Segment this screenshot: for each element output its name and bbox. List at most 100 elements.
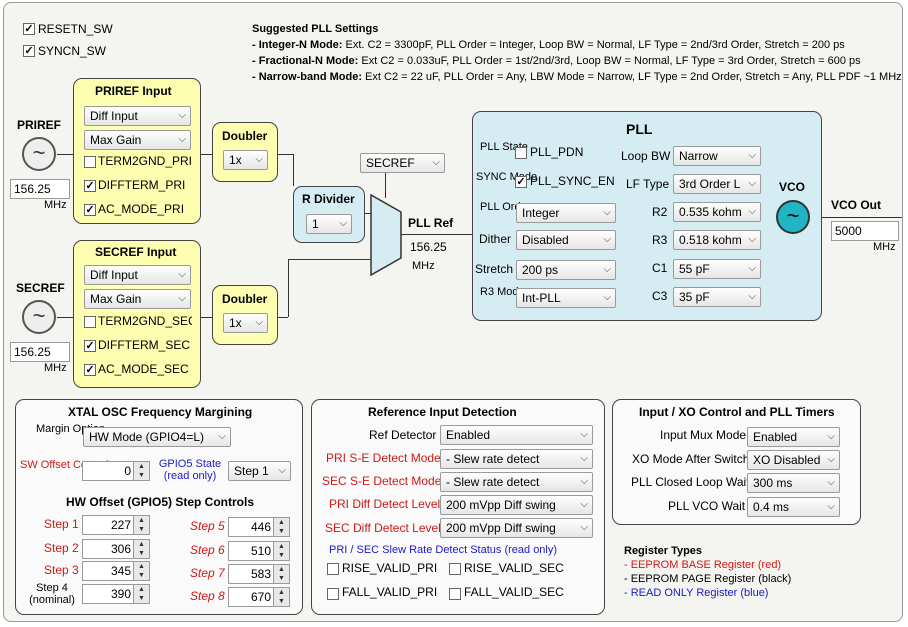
pri-diff-label: PRI Diff Detect Level [329,497,441,511]
priref-mode-select[interactable]: Diff Input⌵ [84,106,191,126]
nb-mode-text: Ext C2 = 22 uF, PLL Order = Any, LBW Mod… [362,71,902,83]
spin-buttons[interactable]: ▲▼ [273,542,289,560]
r3-select[interactable]: 0.518 kohm⌵ [673,230,761,250]
step1-stepper[interactable]: 227▲▼ [82,515,150,535]
pri-diff-value: 200 mVpp Diff swing [446,498,556,512]
pll-ref-freq: 156.25 [410,240,447,254]
pri-se-select[interactable]: - Slew rate detect⌵ [440,449,593,469]
doubler-sec-select[interactable]: 1x⌵ [223,313,268,333]
r2-value: 0.535 kohm [679,205,742,219]
diffterm-sec-label: DIFFTERM_SEC [98,338,191,352]
xtal-title: XTAL OSC Frequency Margining [68,405,253,419]
secref-mode-select[interactable]: Diff Input⌵ [84,265,191,285]
dither-label: Dither [479,232,512,246]
chevron-down-icon: ⌵ [178,134,186,145]
spin-buttons[interactable]: ▲▼ [273,565,289,583]
sync-mode-label: SYNC Mode [476,171,538,183]
priref-label: PRIREF [17,118,62,132]
acmode-sec-checkbox[interactable]: ✓ [84,364,96,376]
nb-mode-label: - Narrow-band Mode: [252,71,362,83]
r-divider-select[interactable]: 1⌵ [306,214,352,234]
rise-valid-sec-checkbox [449,563,461,575]
dither-select[interactable]: Disabled⌵ [516,230,616,250]
spin-buttons[interactable]: ▲▼ [133,540,149,558]
step4-label: Step 4 (nominal) [29,582,75,606]
closed-loop-wait-label: PLL Closed Loop Wait [631,475,750,489]
lf-type-select[interactable]: 3rd Order L⌵ [673,174,761,194]
chevron-down-icon: ⌵ [178,269,186,280]
ref-mux-select[interactable]: SECREF⌵ [360,153,445,173]
diffterm-pri-checkbox[interactable]: ✓ [84,180,96,192]
term2gnd-pri-checkbox[interactable] [84,156,96,168]
r2-label: R2 [652,205,668,219]
spin-buttons[interactable]: ▲▼ [133,562,149,580]
acmode-sec-label: AC_MODE_SEC [98,362,189,376]
spin-buttons[interactable]: ▲▼ [273,518,289,536]
pll-sync-en-checkbox[interactable]: ✓ [515,176,527,188]
chevron-down-icon: ⌵ [580,429,588,440]
mux-icon [370,194,402,276]
spin-buttons[interactable]: ▲▼ [273,588,289,606]
vco-out-freq-input[interactable]: 5000 [831,221,899,241]
gpio5-state-select[interactable]: Step 1⌵ [228,461,291,481]
spin-buttons[interactable]: ▲▼ [133,462,149,480]
sec-se-label: SEC S-E Detect Mode [322,474,442,488]
step3-stepper[interactable]: 345▲▼ [82,561,150,581]
stretch-select[interactable]: 200 ps⌵ [516,260,616,280]
spin-buttons[interactable]: ▲▼ [133,585,149,603]
pll-pdn-checkbox[interactable] [515,147,527,159]
sw-offset-stepper[interactable]: 0▲▼ [82,461,150,481]
secref-unit: MHz [44,362,67,374]
step8-stepper[interactable]: 670▲▼ [228,587,290,607]
r3-mode-label: R3 Mode [480,286,525,298]
loop-bw-select[interactable]: Narrow⌵ [673,146,761,166]
r3-mode-select[interactable]: Int-PLL ⌵ [516,288,616,308]
int-mode-text: Ext. C2 = 3300pF, PLL Order = Integer, L… [342,39,845,51]
step7-stepper[interactable]: 583▲▼ [228,564,290,584]
sec-se-select[interactable]: - Slew rate detect⌵ [440,472,593,492]
syncn-checkbox[interactable]: ✓ [23,45,35,57]
wire [810,217,902,218]
secref-label: SECREF [16,281,65,295]
chevron-down-icon: ⌵ [603,292,611,303]
c1-select[interactable]: 55 pF⌵ [673,259,761,279]
int-mode-label: - Integer-N Mode: [252,39,343,51]
priref-osc-icon: ~ [22,137,56,171]
vco-wait-label: PLL VCO Wait [668,499,746,513]
step6-stepper[interactable]: 510▲▼ [228,541,290,561]
pri-diff-select[interactable]: 200 mVpp Diff swing⌵ [440,495,593,515]
priref-mode-value: Diff Input [90,109,138,123]
doubler-pri-select[interactable]: 1x⌵ [223,150,268,170]
wire [385,173,386,198]
pll-order-select[interactable]: Integer⌵ [516,203,616,223]
priref-unit: MHz [44,199,67,211]
xo-mode-select[interactable]: XO Disabled⌵ [747,450,840,470]
term2gnd-sec-checkbox[interactable] [84,316,96,328]
acmode-pri-checkbox[interactable]: ✓ [84,204,96,216]
sec-diff-select[interactable]: 200 mVpp Diff swing⌵ [440,518,593,538]
resetn-checkbox[interactable]: ✓ [23,23,35,35]
step5-stepper[interactable]: 446▲▼ [228,517,290,537]
c3-select[interactable]: 35 pF⌵ [673,287,761,307]
diffterm-sec-checkbox[interactable]: ✓ [84,340,96,352]
closed-loop-wait-select[interactable]: 300 ms⌵ [747,473,840,493]
margin-option-select[interactable]: HW Mode (GPIO4=L)⌵ [83,427,231,447]
step2-stepper[interactable]: 306▲▼ [82,539,150,559]
ref-detector-select[interactable]: Enabled⌵ [440,425,593,445]
wire [293,154,294,186]
secref-gain-select[interactable]: Max Gain⌵ [84,289,191,309]
gpio5-state-sub: (read only) [163,470,217,482]
priref-freq-input[interactable]: 156.25 [10,179,70,199]
secref-freq-input[interactable]: 156.25 [10,342,70,362]
input-mux-mode-select[interactable]: Enabled⌵ [747,427,840,447]
step4-stepper[interactable]: 390▲▼ [82,584,150,604]
chevron-down-icon: ⌵ [178,293,186,304]
r2-select[interactable]: 0.535 kohm⌵ [673,202,761,222]
vco-wait-select[interactable]: 0.4 ms⌵ [747,497,840,517]
r3-label: R3 [652,233,668,247]
priref-gain-select[interactable]: Max Gain⌵ [84,130,191,150]
wire [57,154,73,155]
step7-value: 583 [250,567,271,581]
spin-buttons[interactable]: ▲▼ [133,516,149,534]
r3-mode-value: Int-PLL [522,291,561,305]
